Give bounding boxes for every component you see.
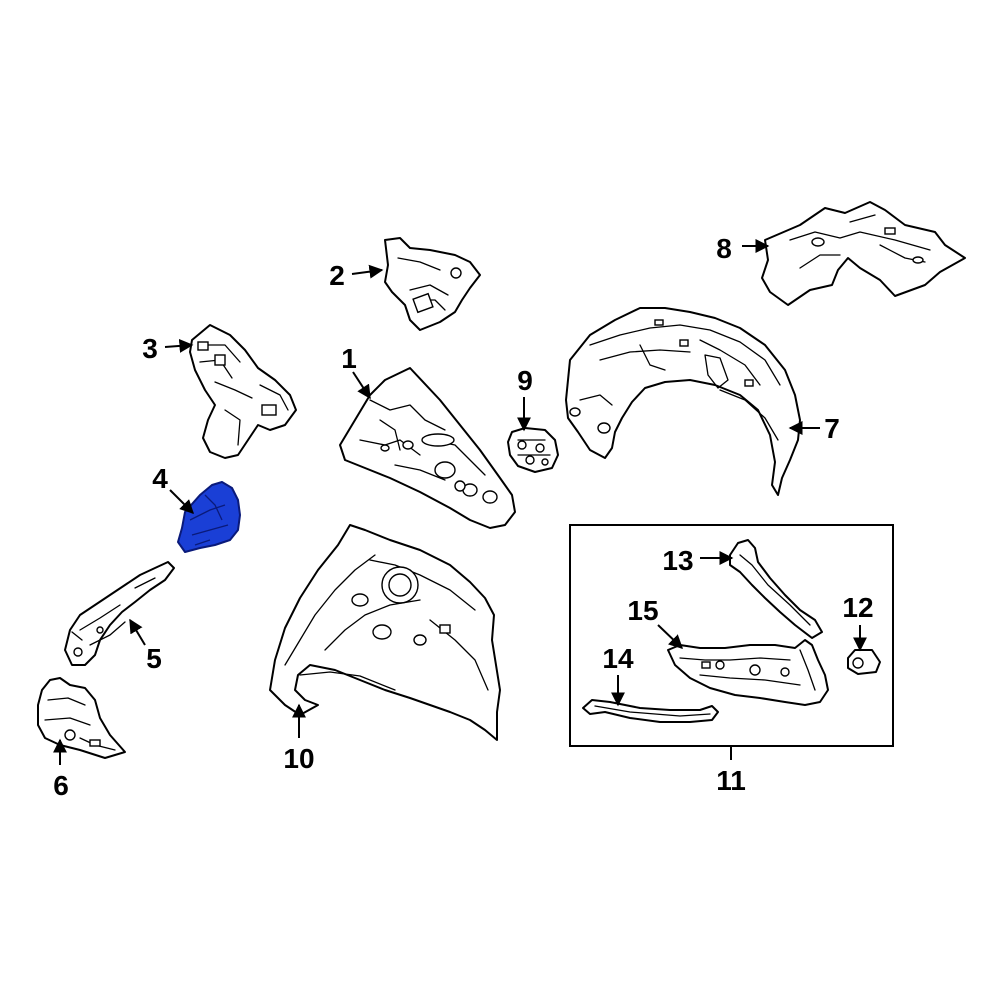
callout-4: 4 xyxy=(152,463,168,494)
part-1-panel[interactable] xyxy=(339,367,516,529)
part-8-panel[interactable] xyxy=(761,201,966,306)
arrow-5 xyxy=(129,618,146,646)
arrow-15 xyxy=(657,624,684,649)
part-3-support[interactable] xyxy=(189,324,297,459)
arrow-4 xyxy=(169,489,194,514)
part-6-panel[interactable] xyxy=(37,677,126,759)
part-7-wheelhouse-liner[interactable] xyxy=(565,307,801,496)
callout-7: 7 xyxy=(824,413,840,444)
callout-6: 6 xyxy=(53,770,69,801)
callout-9: 9 xyxy=(517,365,533,396)
callout-14: 14 xyxy=(602,643,634,674)
callout-15: 15 xyxy=(627,595,658,626)
callout-2: 2 xyxy=(329,260,345,291)
part-2-bracket[interactable] xyxy=(384,237,481,331)
callout-10: 10 xyxy=(283,743,314,774)
callout-1: 1 xyxy=(341,343,357,374)
part-10-wheel-arch[interactable] xyxy=(269,524,501,741)
part-13-strip[interactable] xyxy=(729,539,823,639)
callout-8: 8 xyxy=(716,233,732,264)
part-14-strip[interactable] xyxy=(582,699,719,723)
part-4-reinforcement-highlighted[interactable] xyxy=(177,481,241,553)
part-5-rail[interactable] xyxy=(64,561,175,666)
callout-11: 11 xyxy=(716,765,746,796)
callout-13: 13 xyxy=(662,545,693,576)
part-12-clip[interactable] xyxy=(847,649,881,675)
part-9-clip[interactable] xyxy=(507,427,559,473)
arrow-2 xyxy=(351,264,384,279)
arrow-3 xyxy=(164,338,194,353)
callout-12: 12 xyxy=(842,592,873,623)
callout-5: 5 xyxy=(146,643,162,674)
callout-3: 3 xyxy=(142,333,158,364)
part-15-bracket[interactable] xyxy=(667,639,829,706)
arrow-1 xyxy=(352,371,371,400)
